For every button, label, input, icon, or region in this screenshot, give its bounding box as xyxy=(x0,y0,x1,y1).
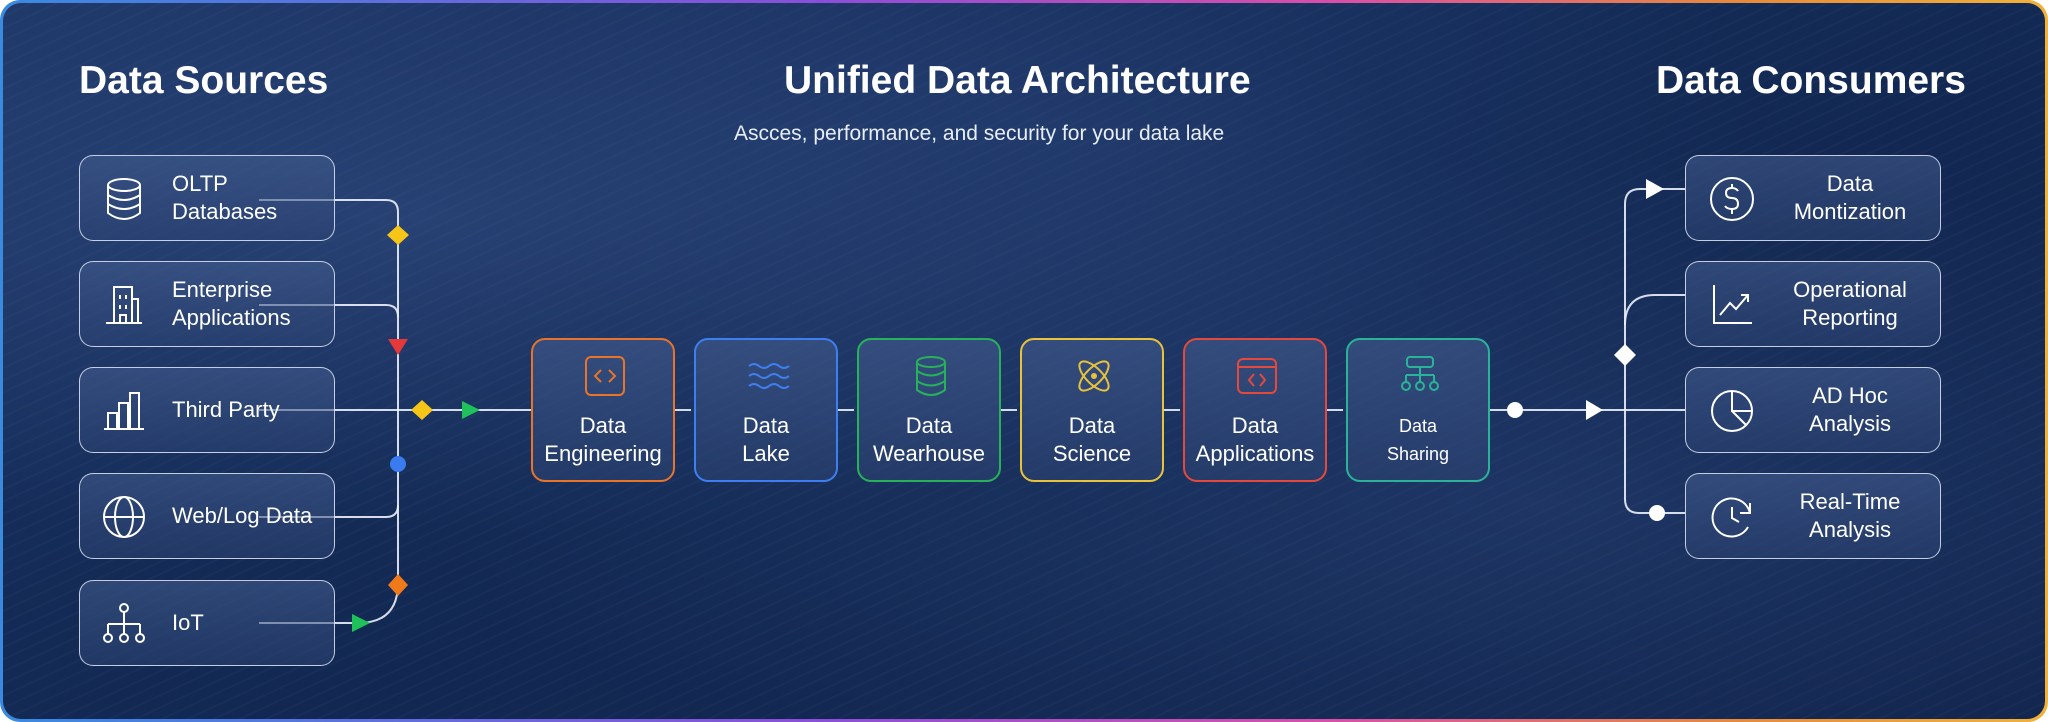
blue-dot-marker xyxy=(390,456,406,472)
source-label-line2: Databases xyxy=(172,199,278,224)
connector-wires xyxy=(259,179,1685,632)
globe-icon xyxy=(103,496,145,538)
consumer-label-line1: Operational xyxy=(1793,277,1907,302)
atom-icon xyxy=(1078,360,1110,392)
stage-card-data-wearhouse[interactable]: Data Wearhouse xyxy=(857,338,1001,482)
stage-label-line1: Data xyxy=(1398,416,1438,436)
yellow-diamond-marker-2 xyxy=(411,400,433,420)
trend-chart-icon xyxy=(1713,285,1752,324)
stage-card-data-applications[interactable]: Data Applications xyxy=(1183,338,1327,482)
building-icon xyxy=(106,286,142,324)
network-hierarchy-icon xyxy=(103,603,145,643)
stage-label-line1: Data xyxy=(742,413,790,438)
stage-card-data-sharing[interactable]: Data Sharing xyxy=(1346,338,1490,482)
red-triangle-marker xyxy=(388,339,408,355)
source-card-weblog[interactable]: Web/Log Data xyxy=(79,473,335,559)
architecture-subtitle: Ascces, performance, and security for yo… xyxy=(734,122,1225,145)
stage-label-line1: Data xyxy=(1068,413,1116,438)
stage-label-line1: Data xyxy=(905,413,953,438)
enterprise-wire xyxy=(259,304,399,318)
source-label-line1: Web/Log Data xyxy=(172,503,313,528)
white-arrow-marker-2 xyxy=(1646,179,1664,199)
stage-label-line2: Sharing xyxy=(1386,444,1450,464)
architecture-heading: Unified Data Architecture xyxy=(784,59,1251,102)
diagram-canvas: Data Sources Unified Data Architecture A… xyxy=(3,3,2045,719)
source-label-line1: Enterprise xyxy=(172,277,273,302)
green-arrow-marker-2 xyxy=(352,614,370,632)
green-arrow-marker xyxy=(462,401,480,419)
stage-label-line2: Engineering xyxy=(544,441,662,466)
consumer-label-line1: Real-Time xyxy=(1799,489,1901,514)
reporting-wire xyxy=(1624,294,1685,326)
consumer-label-line2: Analysis xyxy=(1809,517,1891,542)
source-card-oltp[interactable]: OLTP Databases xyxy=(79,155,335,241)
stage-label-line2: Lake xyxy=(742,441,790,466)
database-icon xyxy=(916,356,946,396)
stage-label-line1: Data xyxy=(1231,413,1279,438)
source-label-line1: IoT xyxy=(172,610,204,635)
consumer-card-real-time-analysis[interactable]: Real-Time Analysis xyxy=(1685,473,1941,559)
waves-icon xyxy=(748,363,790,389)
code-brackets-icon xyxy=(585,356,625,396)
source-label-line1: Third Party xyxy=(172,397,280,422)
consumer-label-line2: Montization xyxy=(1793,199,1907,224)
stage-label-line2: Applications xyxy=(1195,441,1315,466)
consumer-label-line1: AD Hoc xyxy=(1812,383,1888,408)
sources-heading: Data Sources xyxy=(79,59,329,102)
consumers-heading: Data Consumers xyxy=(1656,59,1966,102)
consumer-trunk-wire xyxy=(1624,188,1685,514)
white-diamond-marker xyxy=(1614,344,1636,366)
app-window-icon xyxy=(1237,358,1277,394)
stage-card-data-lake[interactable]: Data Lake xyxy=(694,338,838,482)
source-label-line1: OLTP xyxy=(172,171,228,196)
source-card-enterprise[interactable]: Enterprise Applications xyxy=(79,261,335,347)
stage-label-line2: Science xyxy=(1052,441,1132,466)
stage-card-data-science[interactable]: Data Science xyxy=(1020,338,1164,482)
source-label-line2: Applications xyxy=(172,305,291,330)
consumer-card-operational-reporting[interactable]: Operational Reporting xyxy=(1685,261,1941,347)
clock-refresh-icon xyxy=(1711,497,1751,538)
bar-chart-icon xyxy=(104,392,144,430)
stage-label-line2: Wearhouse xyxy=(872,441,986,466)
hierarchy-icon xyxy=(1401,356,1439,391)
dollar-coin-icon xyxy=(1710,177,1754,221)
stage-card-data-engineering[interactable]: Data Engineering xyxy=(531,338,675,482)
consumer-label-line2: Analysis xyxy=(1809,411,1891,436)
orange-diamond-marker xyxy=(388,574,408,596)
consumer-label-line1: Data xyxy=(1826,171,1874,196)
pie-chart-icon xyxy=(1711,390,1753,432)
stage-label-line1: Data xyxy=(579,413,627,438)
source-card-iot[interactable]: IoT xyxy=(79,580,335,666)
database-icon xyxy=(107,178,141,220)
white-arrow-marker xyxy=(1586,400,1603,420)
consumer-card-data-montization[interactable]: Data Montization xyxy=(1685,155,1941,241)
white-dot-marker xyxy=(1507,402,1523,418)
consumer-label-line2: Reporting xyxy=(1802,305,1898,330)
source-card-third-party[interactable]: Third Party xyxy=(79,367,335,453)
consumer-card-ad-hoc-analysis[interactable]: AD Hoc Analysis xyxy=(1685,367,1941,453)
weblog-wire xyxy=(259,504,399,518)
yellow-diamond-marker xyxy=(387,225,409,245)
white-dot-marker-2 xyxy=(1649,505,1665,521)
